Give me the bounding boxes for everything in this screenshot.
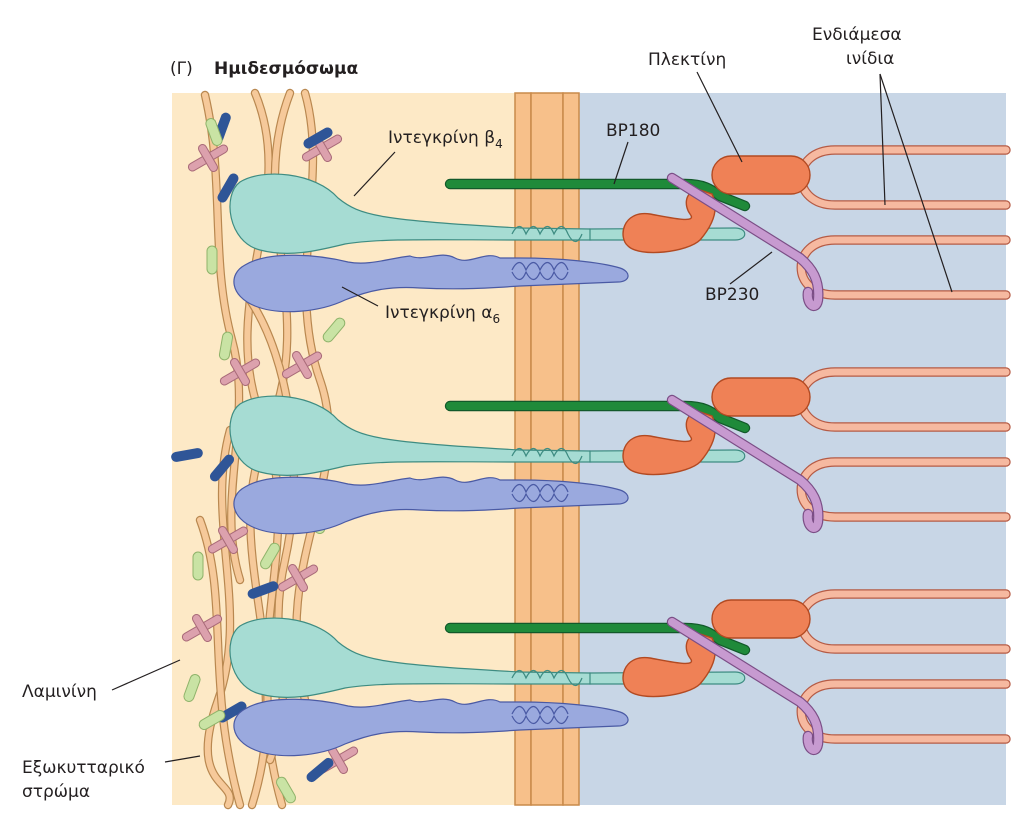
matrix-rod-dark [303,127,333,149]
matrix-rod-light [260,542,280,570]
bp230-molecule [666,172,824,312]
integrin-alpha6-body [233,698,629,757]
bp230-molecule [666,616,824,756]
laminin-arm-short [218,525,238,555]
integrin-alpha6-coil [511,261,569,281]
plectin [622,155,811,254]
hemidesmosome-unit [229,589,1011,757]
matrix-rod-light [276,776,296,804]
intermediate-filament-loop [796,457,1011,522]
label-intermediate-filaments-line1: Ενδιάμεσα [812,25,902,45]
leader-if-a [879,73,886,206]
integrin-beta4-coil [511,669,583,687]
matrix-rod-light [183,674,201,702]
intermediate-filament-loop [796,235,1011,300]
matrix-rod-dark [209,454,235,482]
plectin-body [622,633,716,698]
label-integrin-beta4: Ιντεγκρίνη β4 [388,128,503,151]
plectin-head [711,377,811,417]
laminin-arm-short [292,350,312,380]
integrin-alpha6-coil [511,705,569,725]
plectin-head [711,155,811,195]
intermediate-filament-loop-fill [797,458,1010,521]
integrin-beta4-subscript: 4 [495,137,503,151]
leader-bp180 [613,141,629,185]
membrane-inner-leaflet [562,92,580,806]
integrin-alpha6-coil [511,483,569,503]
laminin-cross [219,357,261,387]
integrin-beta4-body [229,617,599,698]
matrix-rod-dark [247,581,279,599]
bp230-molecule-fill [668,174,823,310]
leader-ecm [164,755,201,763]
bp230-molecule-fill [668,396,823,532]
laminin-arm-short [230,357,250,387]
leader-integrin-alpha6 [341,286,379,307]
leader-bp230 [729,251,773,285]
integrin-beta4-body [229,173,599,254]
matrix-rod-light [218,331,234,361]
matrix-rod-dark [217,173,239,203]
plectin [622,377,811,476]
laminin-arm-short [198,143,218,173]
leader-if-b [879,73,953,293]
label-bp230: BP230 [705,285,759,305]
label-bp180: BP180 [606,121,660,141]
label-ecm-line1: Εξωκυτταρικό [22,758,145,778]
leader-laminin [111,659,181,691]
intermediate-filament-loop-fill [797,236,1010,299]
laminin-arm-short [192,613,212,643]
integrin-alpha6-body [233,254,629,313]
matrix-rod-dark [171,448,203,462]
integrin-beta4-text: Ιντεγκρίνη β [388,128,495,148]
integrin-beta4-coil [511,225,583,243]
matrix-rod-dark [306,757,334,783]
integrin-alpha6-body [233,476,629,535]
integrin-alpha6-text: Ιντεγκρίνη α [385,303,492,323]
integrin-alpha6 [233,476,629,535]
bp230-molecule-fill [668,618,823,754]
integrin-beta4-coil [511,447,583,465]
matrix-rod-light [198,710,226,730]
laminin-cross [281,350,323,380]
integrin-beta4-body [229,395,599,476]
figure-title: Ημιδεσμόσωμα [214,59,358,79]
integrin-alpha6-subscript: 6 [492,312,500,326]
leader-plectin [696,71,743,163]
leader-integrin-beta4 [353,151,396,197]
laminin-cross [277,563,319,593]
label-integrin-alpha6: Ιντεγκρίνη α6 [385,303,500,326]
intermediate-filament-loop [796,679,1011,744]
laminin-cross [181,613,223,643]
hemidesmosome-unit [229,145,1011,313]
matrix-rod-light [206,245,218,275]
label-laminin: Λαμινίνη [22,682,97,702]
laminin-arm-short [288,563,308,593]
matrix-rod-light [322,317,346,343]
plectin-head [711,599,811,639]
plectin [622,599,811,698]
label-ecm-line2: στρώμα [22,782,90,802]
laminin-molecules [181,133,359,775]
matrix-rod-light [205,118,223,146]
label-intermediate-filaments-line2: ινίδια [846,49,894,69]
laminin-cross [207,525,249,555]
matrix-rod-light [192,551,204,581]
plectin-body [622,411,716,476]
hemidesmosome-units [229,145,1011,757]
plectin-body [622,189,716,254]
integrin-alpha6 [233,698,629,757]
integrin-alpha6 [233,254,629,313]
laminin-cross [187,143,229,173]
hemidesmosome-unit [229,367,1011,535]
label-plectin: Πλεκτίνη [648,50,726,70]
intermediate-filament-loop-fill [797,680,1010,743]
bp230-molecule [666,394,824,534]
panel-letter: (Γ) [170,59,193,79]
